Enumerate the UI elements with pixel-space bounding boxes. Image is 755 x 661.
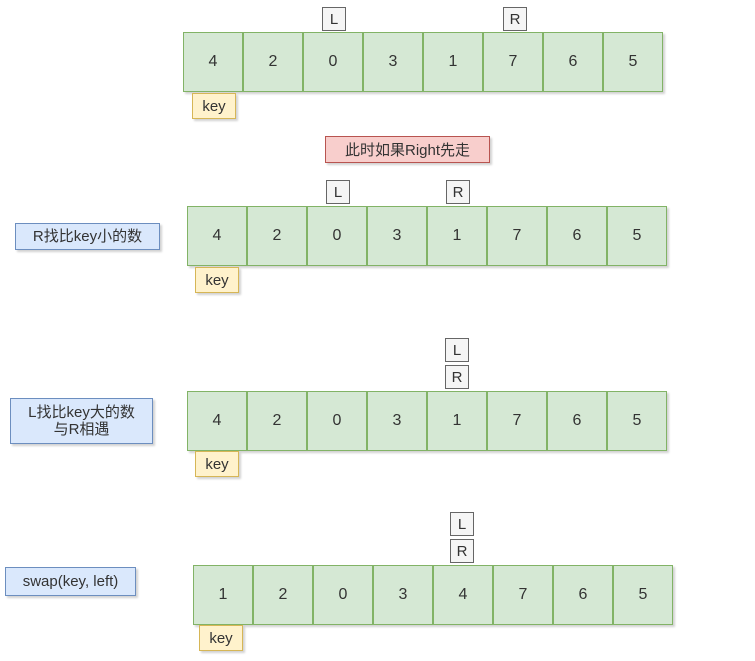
array-cell: 7: [487, 206, 547, 266]
array-cell: 0: [307, 206, 367, 266]
array-cell: 3: [367, 391, 427, 451]
step-description: L找比key大的数 与R相遇: [10, 398, 153, 444]
array-cell: 5: [607, 206, 667, 266]
array-cell: 3: [373, 565, 433, 625]
array-cell: 4: [187, 206, 247, 266]
left-pointer: L: [445, 338, 469, 362]
key-marker: key: [199, 625, 243, 651]
array-row: 4 2 0 3 1 7 6 5: [187, 206, 667, 266]
array-cell: 6: [547, 206, 607, 266]
step-description: R找比key小的数: [15, 223, 160, 250]
left-pointer: L: [322, 7, 346, 31]
array-cell: 1: [427, 206, 487, 266]
key-marker: key: [195, 451, 239, 477]
note-right-first: 此时如果Right先走: [325, 136, 490, 163]
array-cell: 2: [247, 391, 307, 451]
array-row: 1 2 0 3 4 7 6 5: [193, 565, 673, 625]
array-cell: 3: [367, 206, 427, 266]
right-pointer: R: [450, 539, 474, 563]
array-cell: 6: [553, 565, 613, 625]
array-cell: 0: [307, 391, 367, 451]
step-description: swap(key, left): [5, 567, 136, 596]
key-marker: key: [195, 267, 239, 293]
array-cell: 1: [423, 32, 483, 92]
array-cell: 3: [363, 32, 423, 92]
array-cell: 4: [187, 391, 247, 451]
array-cell: 0: [303, 32, 363, 92]
left-pointer: L: [450, 512, 474, 536]
array-cell: 1: [193, 565, 253, 625]
array-cell: 7: [493, 565, 553, 625]
right-pointer: R: [503, 7, 527, 31]
array-row: 4 2 0 3 1 7 6 5: [187, 391, 667, 451]
array-cell: 6: [543, 32, 603, 92]
array-cell: 1: [427, 391, 487, 451]
right-pointer: R: [446, 180, 470, 204]
array-cell: 7: [487, 391, 547, 451]
array-cell: 4: [183, 32, 243, 92]
array-cell: 4: [433, 565, 493, 625]
array-cell: 5: [613, 565, 673, 625]
array-cell: 0: [313, 565, 373, 625]
left-pointer: L: [326, 180, 350, 204]
array-cell: 6: [547, 391, 607, 451]
array-cell: 2: [243, 32, 303, 92]
array-cell: 5: [607, 391, 667, 451]
key-marker: key: [192, 93, 236, 119]
array-cell: 2: [247, 206, 307, 266]
array-row: 4 2 0 3 1 7 6 5: [183, 32, 663, 92]
array-cell: 7: [483, 32, 543, 92]
array-cell: 2: [253, 565, 313, 625]
array-cell: 5: [603, 32, 663, 92]
right-pointer: R: [445, 365, 469, 389]
